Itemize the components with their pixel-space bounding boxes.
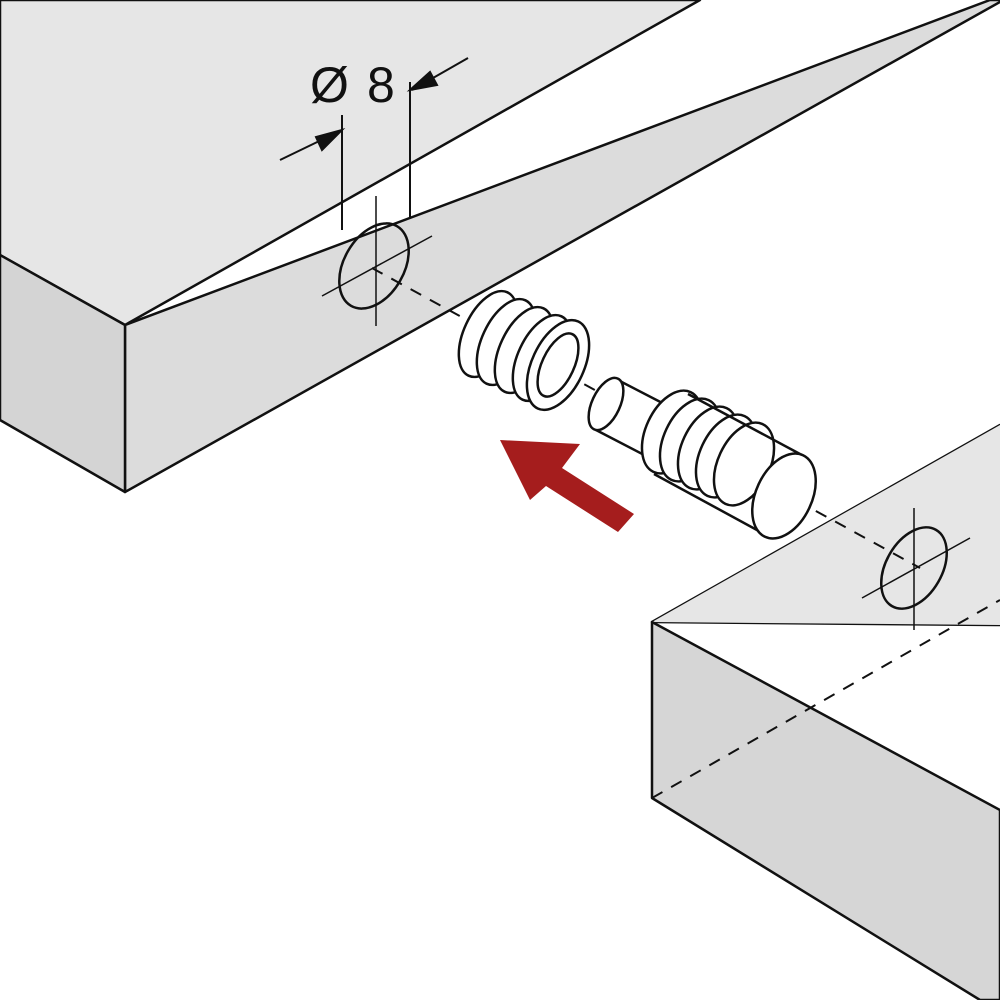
upper-hole-outline bbox=[338, 222, 410, 310]
dowel-shank-top bbox=[687, 392, 801, 456]
dimension-marker bbox=[279, 57, 469, 230]
dimension-arrowhead-right bbox=[406, 70, 439, 92]
lower-hole bbox=[861, 508, 971, 630]
dimension-symbol: Ø bbox=[310, 57, 349, 113]
lower-board bbox=[650, 423, 1000, 1000]
dowel-pin-tip bbox=[587, 376, 625, 432]
lower-hole-cross-h bbox=[861, 537, 971, 599]
lower-board-hidden-edge bbox=[651, 599, 1000, 799]
upper-hole bbox=[321, 196, 433, 326]
lower-hole-outline bbox=[880, 526, 948, 610]
dowel-shank-bottom bbox=[653, 472, 769, 538]
sleeve-opening-inner bbox=[536, 332, 580, 398]
upper-board bbox=[0, 0, 1000, 494]
dowel-end-cap bbox=[751, 452, 817, 540]
connector-dowel bbox=[587, 376, 817, 540]
upper-hole-cross-h bbox=[321, 235, 433, 297]
dimension-arrowhead-left bbox=[314, 128, 346, 152]
dimension-value: 8 bbox=[367, 57, 395, 113]
threaded-sleeve bbox=[457, 289, 591, 412]
lower-board-top-face-fill bbox=[652, 425, 1000, 810]
upper-board-side-face bbox=[0, 253, 127, 494]
lower-board-front-face bbox=[650, 620, 1000, 1000]
assembly-arrow-icon bbox=[500, 440, 634, 532]
